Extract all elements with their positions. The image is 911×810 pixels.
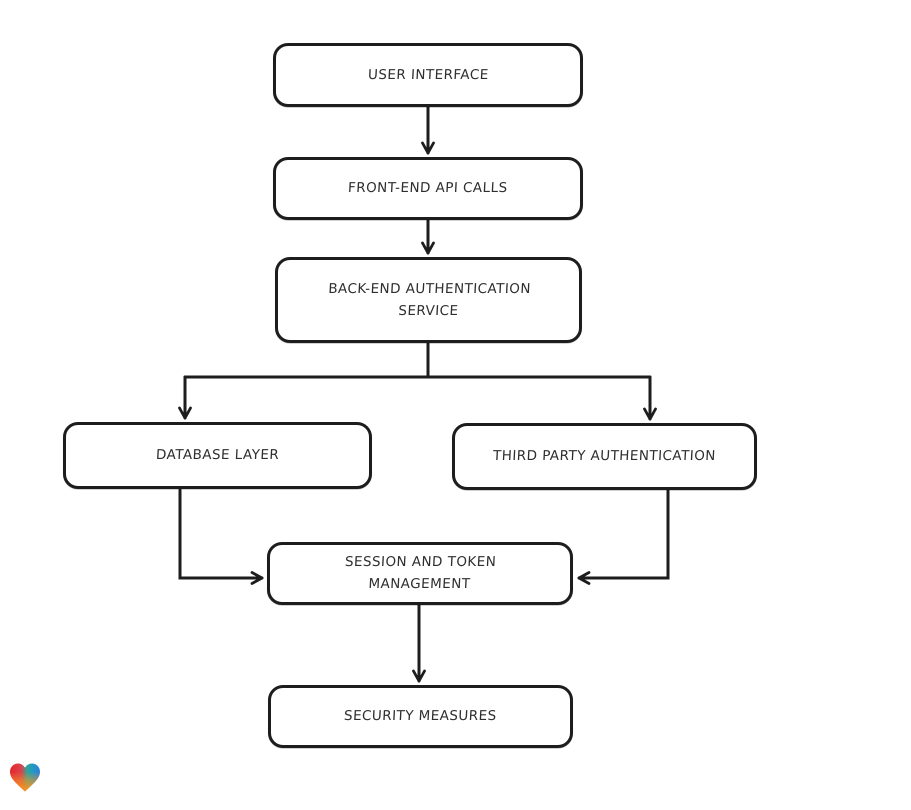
node-label: BACK-END AUTHENTICATION SERVICE (327, 280, 531, 319)
node-label: SECURITY MEASURES (343, 708, 498, 725)
node-database-layer[interactable]: DATABASE LAYER (63, 422, 372, 489)
node-session-and-token-management[interactable]: SESSION AND TOKEN MANAGEMENT (267, 542, 573, 605)
node-label: DATABASE LAYER (155, 447, 280, 464)
heart-logo-icon[interactable] (9, 762, 41, 793)
node-user-interface[interactable]: USER INTERFACE (273, 43, 583, 107)
node-front-end-api-calls[interactable]: FRONT-END API CALLS (273, 157, 583, 220)
node-back-end-authentication-service[interactable]: BACK-END AUTHENTICATION SERVICE (275, 257, 582, 343)
node-security-measures[interactable]: SECURITY MEASURES (268, 685, 573, 748)
node-label: SESSION AND TOKEN MANAGEMENT (344, 554, 497, 593)
node-label: THIRD PARTY AUTHENTICATION (492, 448, 717, 465)
node-label: USER INTERFACE (367, 66, 489, 83)
node-label: FRONT-END API CALLS (347, 180, 509, 197)
node-third-party-authentication[interactable]: THIRD PARTY AUTHENTICATION (452, 423, 757, 490)
